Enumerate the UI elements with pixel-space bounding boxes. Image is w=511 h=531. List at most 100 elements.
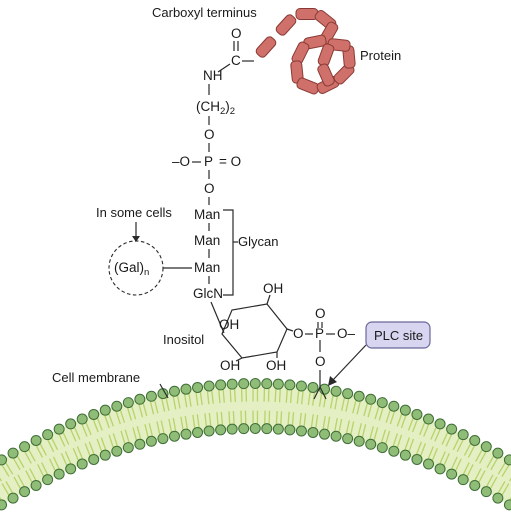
inner-lipid-tail bbox=[60, 453, 68, 466]
inner-lipid-head bbox=[238, 423, 250, 435]
galactose-label: (Gal)n bbox=[114, 260, 149, 278]
outer-lipid-tail bbox=[115, 411, 121, 425]
inner-lipid-head bbox=[446, 468, 458, 480]
outer-lipid-tail bbox=[35, 445, 44, 458]
inner-lipid-head bbox=[503, 499, 511, 511]
glucosamine: GlcN bbox=[193, 286, 223, 301]
inner-lipid-head bbox=[30, 479, 42, 491]
inner-lipid-head bbox=[168, 430, 180, 442]
inner-lipid-head bbox=[295, 425, 307, 437]
inner-lipid-tail bbox=[408, 438, 415, 452]
inner-lipid-head bbox=[134, 438, 146, 450]
ch2-count: 2 bbox=[230, 106, 235, 117]
ch2-subscript: 2 bbox=[220, 106, 225, 117]
outer-lipid-tail bbox=[206, 391, 210, 405]
outer-lipid-tail bbox=[58, 434, 66, 447]
glycan-bracket bbox=[223, 209, 234, 296]
outer-lipid-head bbox=[469, 434, 481, 446]
inner-lipid-tail bbox=[172, 418, 177, 432]
outer-lipid-tail bbox=[501, 464, 510, 477]
outer-lipid-tail bbox=[16, 456, 25, 468]
outer-lipid-tail bbox=[445, 434, 453, 447]
outer-lipid-tail bbox=[312, 392, 316, 406]
inner-lipid-tail bbox=[41, 462, 48, 475]
inner-lipid-tail bbox=[280, 411, 283, 425]
inner-lipid-head bbox=[157, 433, 169, 445]
outer-lipid-head bbox=[42, 429, 54, 441]
lipid-heads bbox=[0, 378, 511, 511]
inner-lipid-tail bbox=[180, 416, 184, 430]
inner-lipid-tail bbox=[420, 443, 427, 456]
inner-lipid-tail bbox=[287, 411, 290, 425]
outer-lipid-tail bbox=[5, 462, 14, 475]
outer-lipid-tail bbox=[352, 400, 357, 414]
inner-lipid-tail bbox=[208, 412, 212, 426]
inner-lipid-tail bbox=[216, 412, 219, 426]
inner-lipid-tail bbox=[160, 420, 165, 434]
inner-lipid-tail bbox=[232, 411, 235, 425]
inner-lipid-tail bbox=[148, 423, 153, 437]
outer-lipid-head bbox=[492, 447, 504, 459]
plc-site-label: PLC site bbox=[374, 328, 423, 343]
ch2-open: (CH bbox=[196, 99, 220, 114]
inner-lipid-tail bbox=[228, 411, 231, 425]
inner-lipid-head bbox=[330, 430, 342, 442]
inner-lipid-tail bbox=[184, 415, 189, 429]
oh-top-bond bbox=[266, 294, 271, 305]
outer-lipid-tail bbox=[285, 389, 288, 403]
inner-lipid-tail bbox=[486, 474, 494, 487]
outer-lipid-tail bbox=[378, 407, 384, 421]
inner-lipid-tail bbox=[427, 446, 434, 459]
outer-lipid-head bbox=[145, 390, 157, 402]
linking-oxygen: O bbox=[293, 326, 304, 341]
inner-lipid-tail bbox=[144, 424, 149, 438]
gal-text: (Gal) bbox=[114, 260, 144, 275]
inner-lipid-tail bbox=[275, 411, 278, 425]
inner-lipid-tail bbox=[136, 426, 142, 440]
inner-lipid-head bbox=[19, 486, 31, 498]
outer-lipid-tail bbox=[475, 449, 483, 462]
inner-lipid-tail bbox=[37, 464, 45, 477]
inner-lipid-head bbox=[226, 423, 238, 435]
inner-lipid-tail bbox=[478, 470, 486, 483]
lipid-tails bbox=[0, 388, 511, 500]
phosphate2-o-top: O bbox=[315, 306, 326, 321]
outer-lipid-head bbox=[388, 400, 400, 412]
outer-lipid-tail bbox=[127, 407, 133, 421]
outer-lipid-tail bbox=[363, 403, 368, 417]
oh-bl-bond bbox=[235, 357, 243, 362]
membrane-band bbox=[0, 383, 511, 506]
outer-lipid-head bbox=[111, 400, 123, 412]
inner-lipid-tail bbox=[100, 437, 107, 450]
inner-lipid-head bbox=[469, 479, 481, 491]
inner-lipid-tail bbox=[196, 414, 200, 428]
lipid-anchor-stems bbox=[313, 370, 327, 400]
outer-lipid-head bbox=[215, 379, 227, 391]
inner-lipid-tail bbox=[76, 446, 83, 459]
inner-lipid-tail bbox=[1, 483, 10, 496]
amino-acid-residue bbox=[275, 14, 297, 36]
outer-lipid-tail bbox=[47, 439, 55, 453]
oxygen-upper: O bbox=[204, 127, 215, 142]
inner-lipid-tail bbox=[204, 413, 207, 427]
inner-lipid-tail bbox=[108, 434, 114, 448]
outer-lipid-tail bbox=[367, 404, 373, 418]
outer-lipid-head bbox=[399, 404, 411, 416]
outer-lipid-tail bbox=[211, 390, 214, 404]
outer-lipid-head bbox=[376, 397, 388, 409]
outer-lipid-tail bbox=[62, 432, 70, 445]
inner-lipid-head bbox=[319, 428, 331, 440]
inner-lipid-tail bbox=[96, 438, 103, 452]
outer-lipid-tail bbox=[119, 410, 126, 423]
outer-lipid-head bbox=[411, 408, 423, 420]
outer-lipid-tail bbox=[13, 458, 21, 471]
inner-lipid-tail bbox=[380, 429, 386, 443]
inner-lipid-head bbox=[180, 428, 192, 440]
nh-group: NH bbox=[203, 68, 223, 83]
outer-lipid-tail bbox=[188, 393, 192, 407]
outer-lipid-tail bbox=[479, 451, 487, 464]
inositol-ring: OH OH OH OH bbox=[210, 281, 288, 373]
inner-lipid-tail bbox=[303, 413, 307, 427]
outer-lipid-head bbox=[423, 413, 435, 425]
